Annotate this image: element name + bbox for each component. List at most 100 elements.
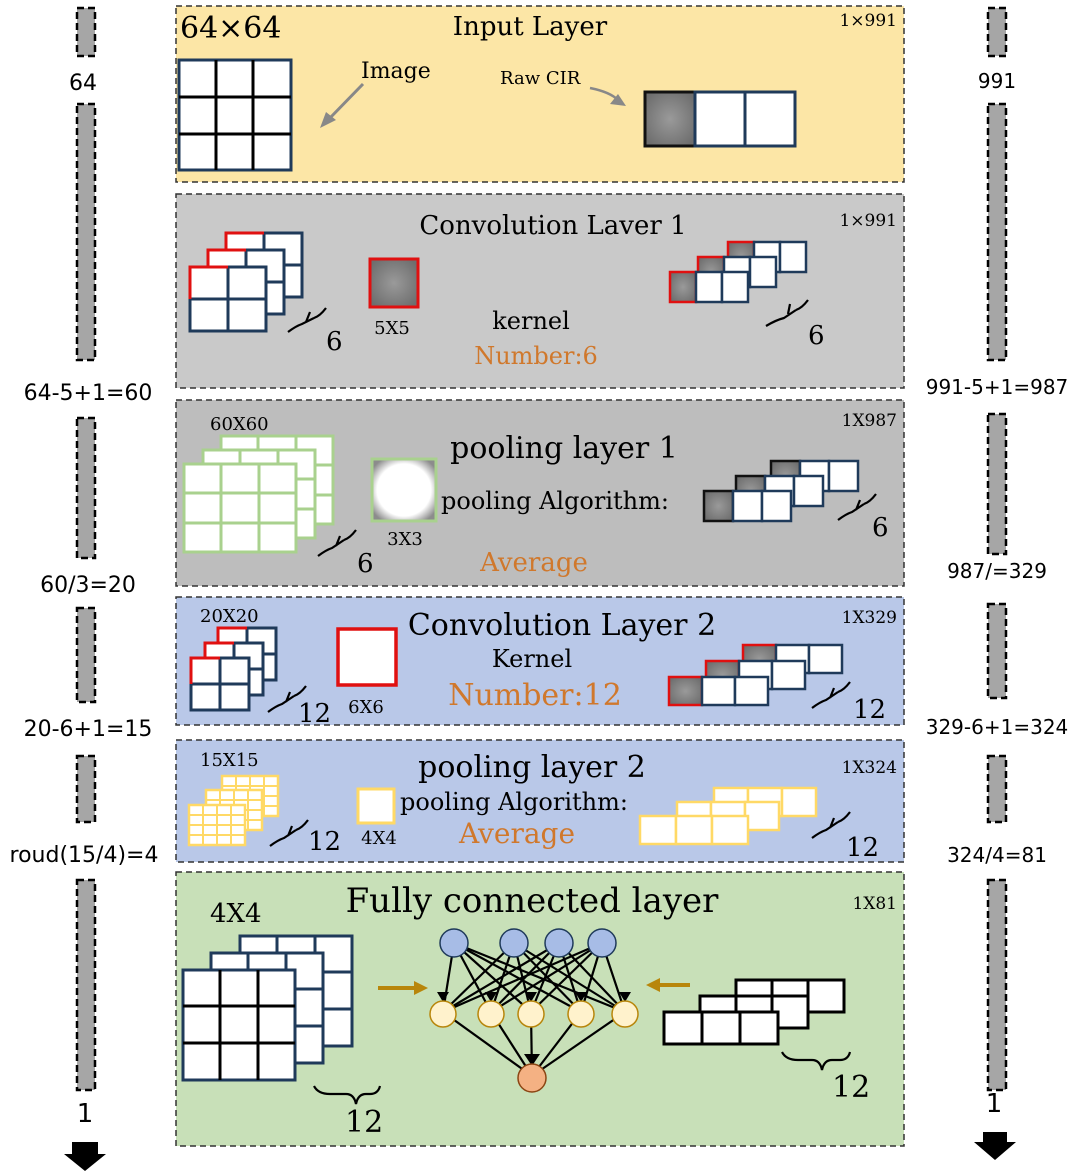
pool1-panel: pooling layer 1 60X60 1X987 (175, 399, 905, 587)
fc-depth-left: 12 (345, 1105, 383, 1140)
fc-output-node (517, 1063, 547, 1093)
conv2-depth-right: 12 (853, 695, 886, 725)
conv2-size-2d: 20X20 (200, 606, 259, 627)
conv2-kernel-label: Kernel (492, 645, 572, 673)
pool1-size-1d: 1X987 (842, 411, 897, 431)
pool2-right-depth-brace-icon (811, 811, 851, 839)
fc-title: Fully connected layer (346, 881, 720, 921)
pool2-algo-label: pooling Algorithm: (400, 788, 628, 816)
pool2-size-2d: 15X15 (200, 750, 259, 771)
input-image-label: Image (361, 59, 431, 84)
left-bar-1 (75, 6, 97, 58)
conv1-depth-right: 6 (808, 321, 825, 351)
right-dim-4: 324/4=81 (947, 843, 1047, 867)
conv1-panel: Convolution Laver 1 1×991 (175, 193, 905, 389)
pool2-vector-stack (638, 786, 818, 846)
left-dim-4: roud(15/4)=4 (10, 843, 159, 868)
conv2-size-1d: 1X329 (842, 608, 897, 628)
pool1-title: pooling layer 1 (450, 431, 678, 466)
raw-cir-pointer-arrow-icon (589, 86, 626, 106)
pool2-panel: pooling layer 2 15X15 1X324 (175, 739, 905, 863)
fc-left-depth-brace-icon (313, 1085, 382, 1105)
pool2-depth-left: 12 (308, 827, 341, 857)
right-dim-0: 991 (978, 69, 1016, 93)
left-bar-5 (75, 754, 97, 824)
conv2-right-depth-brace-icon (811, 681, 851, 709)
fc-node (439, 928, 469, 958)
pool2-algo-value: Average (458, 817, 575, 850)
conv2-depth-left: 12 (298, 699, 331, 729)
conv1-feature-map-stack (188, 231, 304, 333)
right-dim-1: 991-5+1=987 (926, 375, 1069, 399)
left-dim-3: 20-6+1=15 (24, 717, 153, 742)
pool1-size-2d: 60X60 (210, 414, 269, 435)
left-bar-2 (75, 102, 97, 362)
fc-right-depth-brace-icon (781, 1051, 852, 1071)
input-layer-title: Input Layer (453, 12, 608, 42)
right-dim-5: 1 (986, 1089, 1003, 1119)
fc-node (587, 928, 617, 958)
fc-arrowheads (437, 992, 631, 1066)
fc-node (517, 1000, 545, 1028)
pool2-left-depth-brace-icon (269, 819, 309, 847)
fc-node (499, 928, 529, 958)
right-dim-3: 329-6+1=324 (926, 715, 1069, 739)
raw-cir-vector (643, 90, 797, 148)
conv2-panel: Convolution Layer 2 20X20 1X329 (175, 596, 905, 729)
image-pointer-arrow-icon (320, 82, 365, 128)
pool2-window-square (356, 787, 396, 825)
input-layer-size-1d: 1×991 (839, 11, 897, 31)
right-down-arrow-icon (974, 1132, 1016, 1160)
left-dim-5: 1 (77, 1099, 94, 1129)
fc-node (567, 1000, 595, 1028)
pool1-left-depth-brace-icon (317, 529, 357, 557)
left-bar-3 (75, 416, 97, 560)
conv2-left-depth-brace-icon (267, 685, 307, 713)
pool1-vector-stack (702, 459, 860, 523)
pool1-window-square (370, 457, 438, 523)
right-bar-6 (986, 878, 1008, 1092)
fc-vector-stack (662, 978, 846, 1046)
conv1-kernel-label: kernel (492, 307, 570, 335)
conv2-vector-stack (667, 643, 844, 707)
fc-size-2d: 4X4 (210, 899, 262, 929)
right-bar-5 (986, 754, 1008, 824)
fc-node (544, 928, 574, 958)
left-dim-1: 64-5+1=60 (24, 381, 153, 406)
fc-right-input-arrow-icon (646, 978, 690, 992)
fc-input-nodes (439, 928, 617, 958)
pool2-depth-right: 12 (846, 833, 879, 863)
left-dimension-column: 64 64-5+1=60 60/3=20 20-6+1=15 roud(15/4… (10, 6, 159, 1171)
conv2-kernel-square (336, 627, 398, 687)
conv1-vector-stack (668, 240, 808, 304)
conv1-kernel-square (368, 257, 420, 309)
right-bar-4 (986, 602, 1008, 700)
conv2-number-label: Number:12 (448, 678, 622, 713)
conv1-right-depth-brace-icon (765, 299, 809, 327)
right-bar-2 (986, 102, 1008, 362)
conv1-size-1d: 1×991 (839, 211, 897, 231)
fc-feature-map-stack (181, 934, 354, 1082)
pool1-depth-right: 6 (872, 513, 889, 543)
conv2-feature-map-stack (189, 626, 278, 712)
pool1-algo-label: pooling Algorithm: (441, 487, 669, 515)
fc-depth-right: 12 (832, 1070, 870, 1105)
right-dim-2: 987/=329 (947, 559, 1047, 583)
pool2-feature-map-stack (187, 774, 280, 847)
fc-hidden-nodes (429, 1000, 639, 1028)
fc-left-input-arrow-icon (378, 981, 428, 995)
pool1-right-depth-brace-icon (837, 493, 877, 521)
input-image-grid (177, 58, 293, 172)
fc-node (611, 1000, 639, 1028)
conv1-left-depth-brace-icon (287, 307, 327, 333)
left-down-arrow-icon (64, 1142, 106, 1171)
right-bar-3 (986, 412, 1008, 556)
conv1-kernel-size: 5X5 (374, 318, 410, 339)
pool2-window-size: 4X4 (361, 828, 397, 849)
pool1-algo-value: Average (479, 548, 588, 578)
right-bar-1 (986, 6, 1008, 58)
fc-panel: Fully connected layer 4X4 1X81 (175, 871, 905, 1147)
pool1-window-size: 3X3 (387, 529, 423, 550)
conv1-number-label: Number:6 (474, 342, 598, 370)
conv2-kernel-size: 6X6 (348, 697, 384, 718)
